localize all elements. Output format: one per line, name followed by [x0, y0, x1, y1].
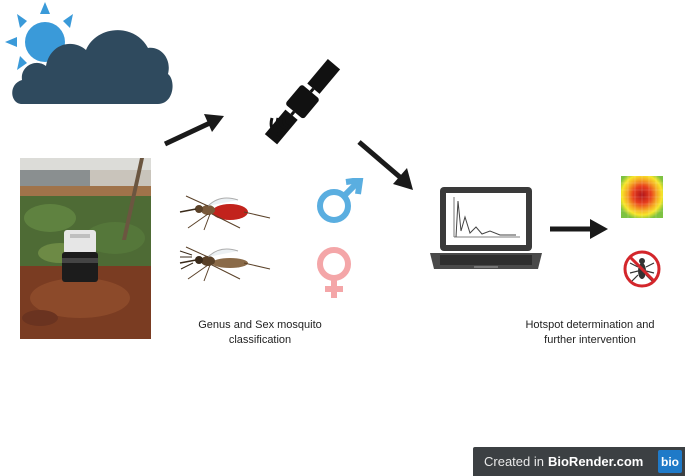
biorender-badge[interactable]: Created in BioRender.com bio	[473, 447, 685, 476]
heatmap-icon	[621, 176, 663, 218]
badge-created-text: Created in	[484, 454, 544, 469]
biorender-logo-icon: bio	[658, 450, 682, 473]
satellite-icon	[264, 59, 341, 145]
hotspot-caption-line2: further intervention	[544, 334, 636, 346]
badge-brand-text: BioRender.com	[547, 454, 644, 469]
male-symbol-icon	[317, 178, 364, 223]
laptop-chart-icon	[430, 187, 542, 269]
hotspot-caption-line1: Hotspot determination and	[525, 319, 655, 331]
classification-caption-line2: classification	[228, 334, 292, 346]
female-symbol-icon	[317, 247, 351, 298]
sun-cloud-icon	[5, 2, 173, 104]
mosquito-trap-photo	[20, 158, 151, 339]
male-mosquito-icon	[179, 246, 271, 282]
hotspot-caption: Hotspot determination and further interv…	[505, 318, 675, 348]
classification-caption: Genus and Sex mosquito classification	[180, 318, 340, 348]
arrow-to-satellite	[163, 114, 224, 147]
female-mosquito-icon	[179, 195, 271, 231]
no-mosquito-icon	[623, 250, 661, 288]
arrow-to-laptop	[357, 140, 413, 190]
classification-caption-line1: Genus and Sex mosquito	[198, 319, 322, 331]
arrow-to-outputs	[550, 219, 608, 239]
